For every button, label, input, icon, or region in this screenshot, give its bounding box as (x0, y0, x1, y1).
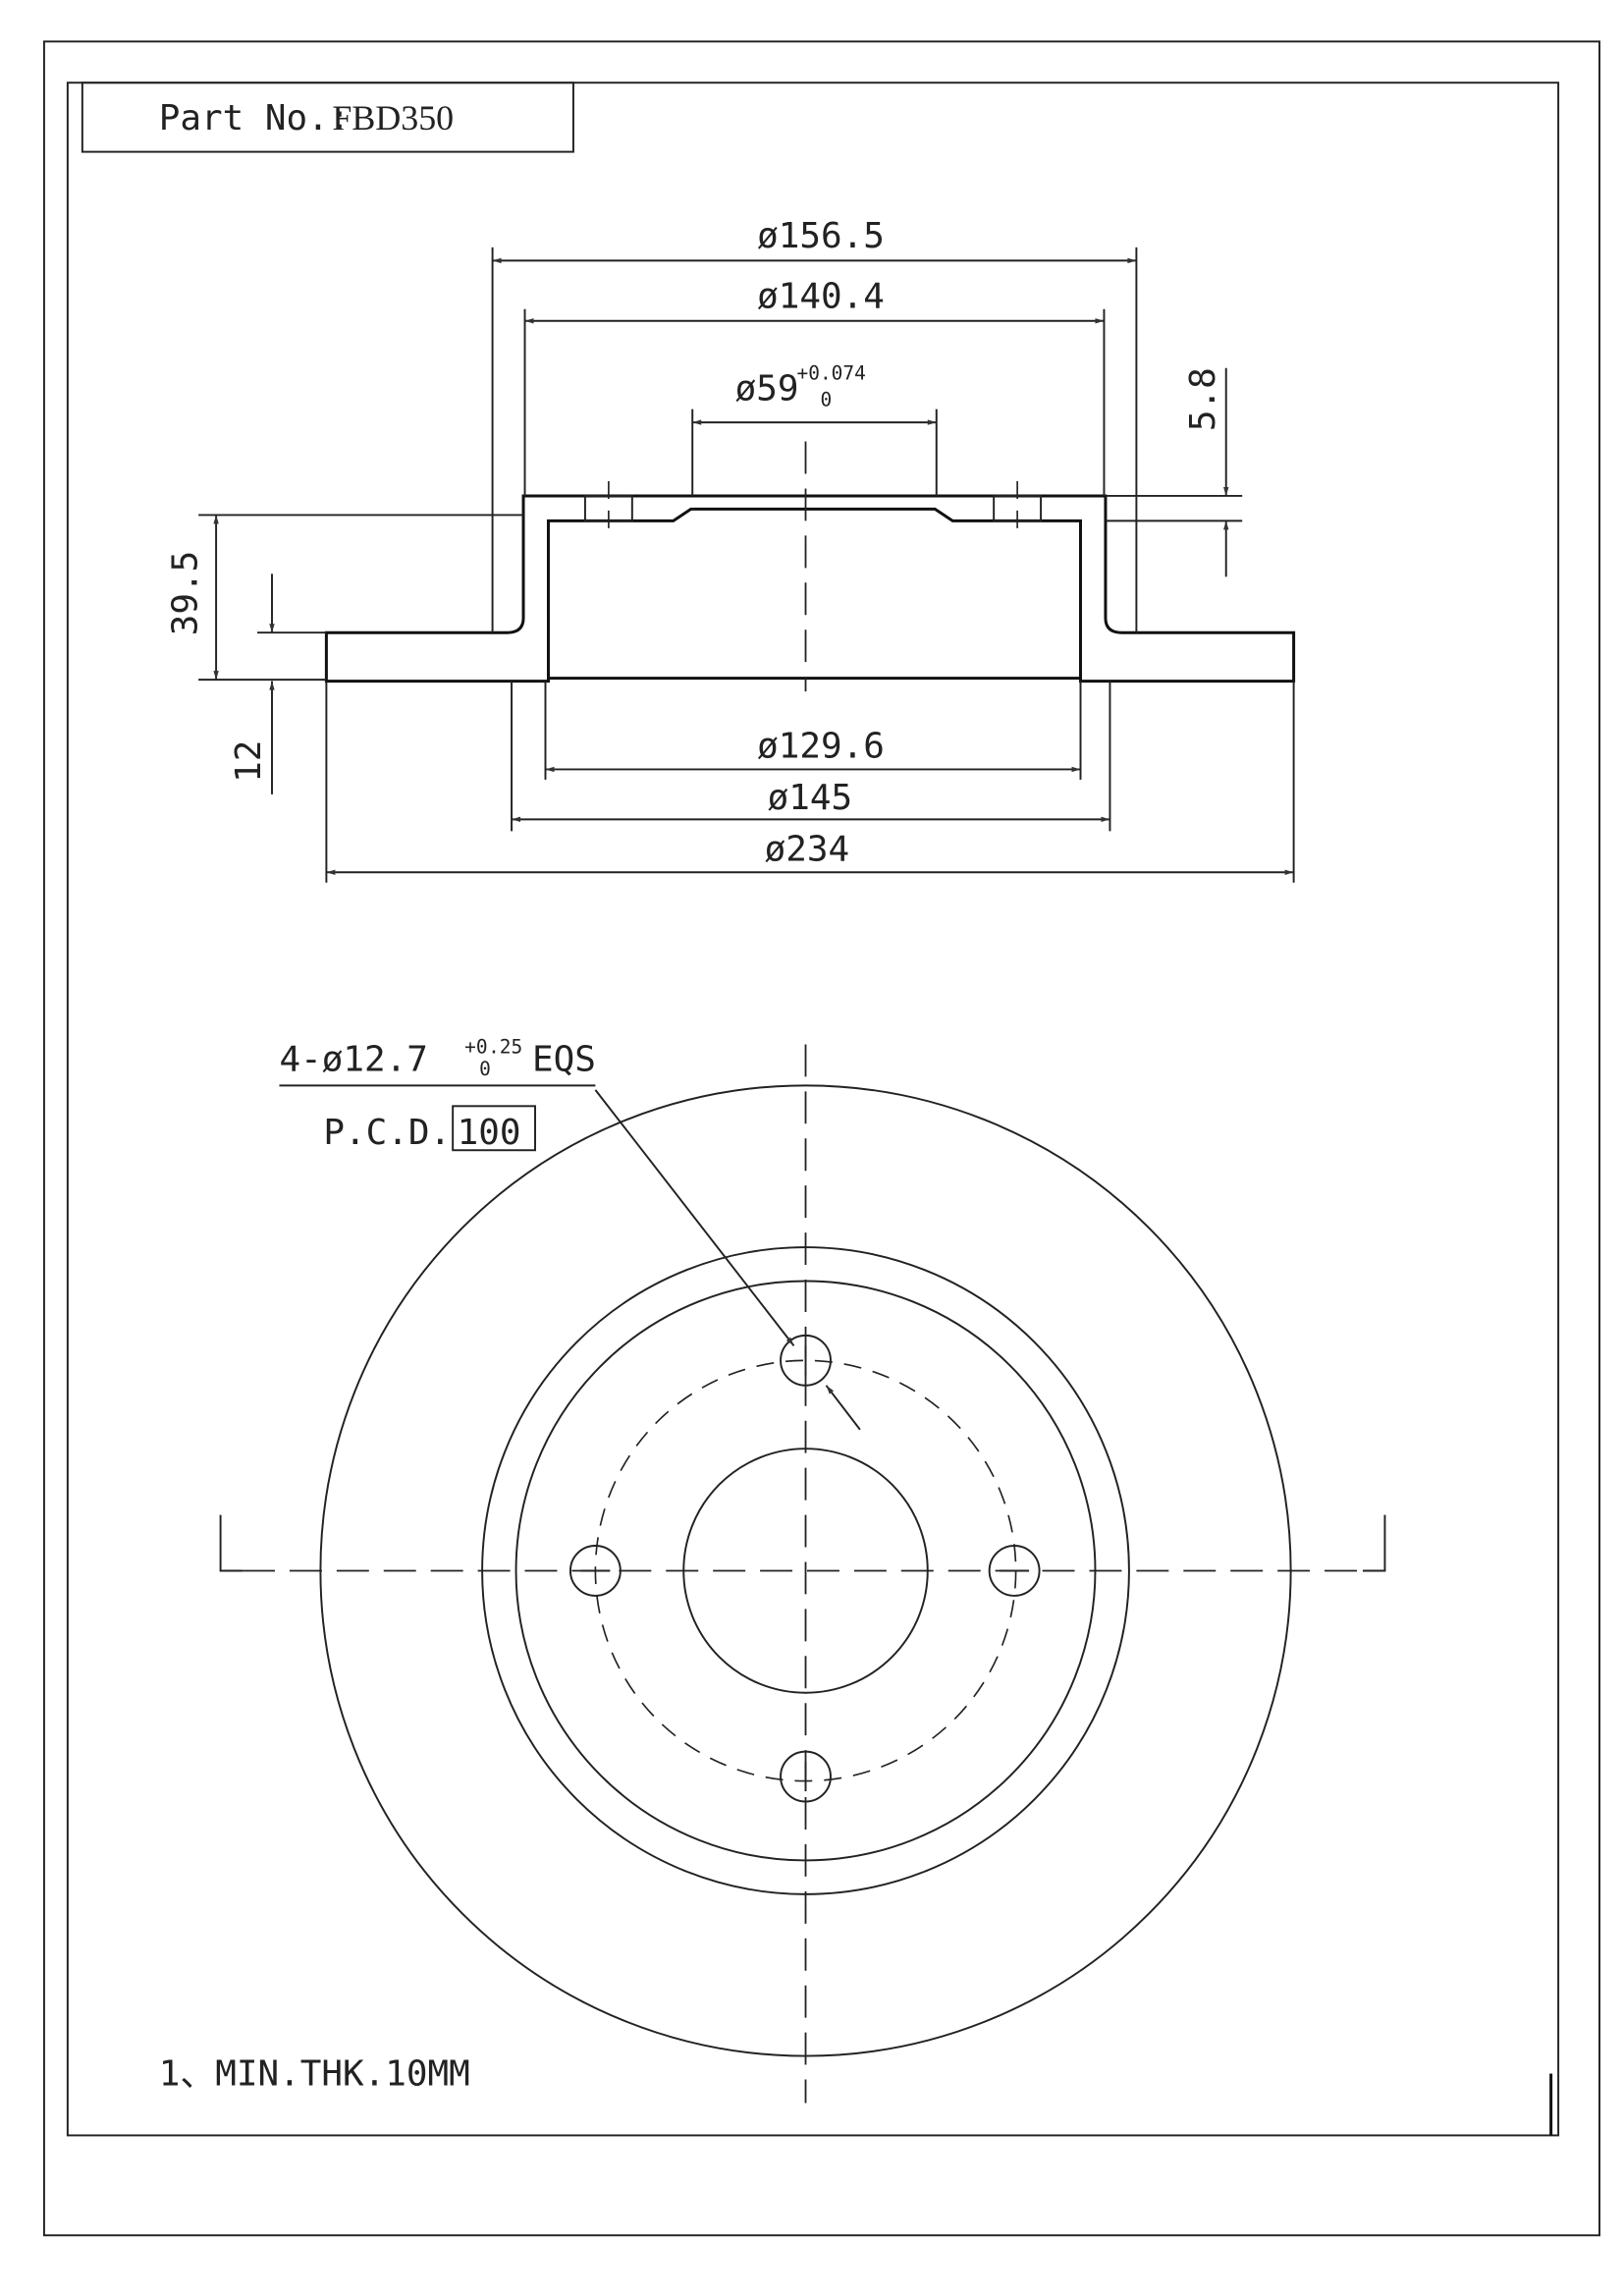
plan-view: 4-ø12.7 +0 .25 0 EQS P.C.D. 100 (219, 1035, 1386, 2104)
dim-d59-tol-lower: 0 (820, 389, 832, 411)
outer-border (42, 40, 1601, 2237)
pcd-label: P.C.D. (323, 1113, 451, 1153)
pcd-value: 100 (458, 1113, 521, 1153)
bolt-hole-eqs: EQS (532, 1039, 596, 1079)
section-view: ø156.5 ø140.4 ø59 +0.074 0 5.8 39.5 12 ø… (166, 216, 1296, 883)
dim-d129: ø129.6 (757, 726, 885, 766)
bolt-hole-spec: 4-ø12.7 (279, 1039, 427, 1079)
inner-frame (66, 82, 1560, 2137)
note-min-thickness: 1、MIN.THK.10MM (159, 2054, 470, 2095)
dim-d140: ø140.4 (757, 276, 885, 316)
bolt-hole-tol-upper: +0 (464, 1035, 487, 1058)
dim-d59: ø59 (735, 369, 799, 410)
part-no-value: FBD350 (332, 98, 454, 137)
dim-d59-tol-upper: +0.074 (797, 362, 866, 385)
part-no-label: Part No.: (159, 98, 351, 138)
dim-d156: ø156.5 (757, 216, 885, 256)
bolt-hole-tol-lower: 0 (479, 1058, 491, 1080)
bolt-hole-tol-upper-frac: .25 (488, 1035, 522, 1058)
title-block: Part No.: FBD350 (81, 82, 574, 153)
dim-5-8: 5.8 (1183, 367, 1223, 431)
dim-39-5: 39.5 (166, 551, 206, 636)
dim-12: 12 (229, 740, 269, 783)
dim-d145: ø145 (768, 778, 853, 818)
dim-d234: ø234 (765, 829, 850, 869)
